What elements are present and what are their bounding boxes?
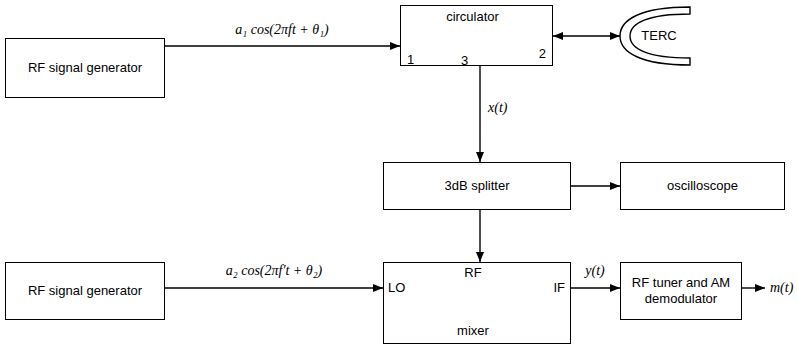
signal-arrow (165, 287, 383, 288)
circulator-box: circulator 1 2 3 (400, 5, 553, 66)
node-text: TERC (633, 28, 676, 44)
node-text: mixer (384, 323, 562, 339)
signal-arrow (165, 45, 400, 46)
node-text: RF signal generator (28, 283, 142, 299)
generator-box: RF signal generator (5, 38, 165, 98)
node-text: circulator (401, 9, 544, 25)
port-label: 2 (539, 46, 546, 62)
generator-box: RF signal generator (5, 262, 165, 320)
port-label: IF (553, 280, 565, 296)
splitter-box: 3dB splitter (383, 162, 571, 210)
node-text: 3 (461, 53, 468, 69)
signal-arrow (479, 210, 480, 262)
tuner-box: RF tuner and AM demodulator (620, 262, 742, 320)
signal-label: m(t) (768, 280, 795, 296)
signal-arrow (571, 287, 620, 288)
signal-arrow (571, 185, 620, 186)
port-label: 1 (407, 52, 414, 68)
port-label: LO (388, 280, 405, 296)
output-arrow (742, 287, 765, 288)
node-text: RF (384, 265, 562, 281)
node-text: RF signal generator (28, 60, 142, 76)
terc-antenna: TERC (618, 5, 692, 67)
signal-arrow (553, 35, 620, 36)
node-text: RF tuner and AM demodulator (625, 275, 737, 308)
signal-arrow (479, 66, 480, 162)
signal-label: y(t) (583, 263, 606, 279)
mixer-box: RFLO IF mixer (383, 262, 571, 344)
node-text: 3dB splitter (444, 178, 509, 194)
signal-label: x(t) (486, 100, 509, 116)
signal-label: a₂ cos(2πf′t + θ₂) (224, 263, 324, 279)
node-text: oscilloscope (667, 178, 738, 194)
oscilloscope-box: oscilloscope (620, 162, 785, 210)
signal-label: a₁ cos(2πft + θ₁) (233, 22, 330, 38)
